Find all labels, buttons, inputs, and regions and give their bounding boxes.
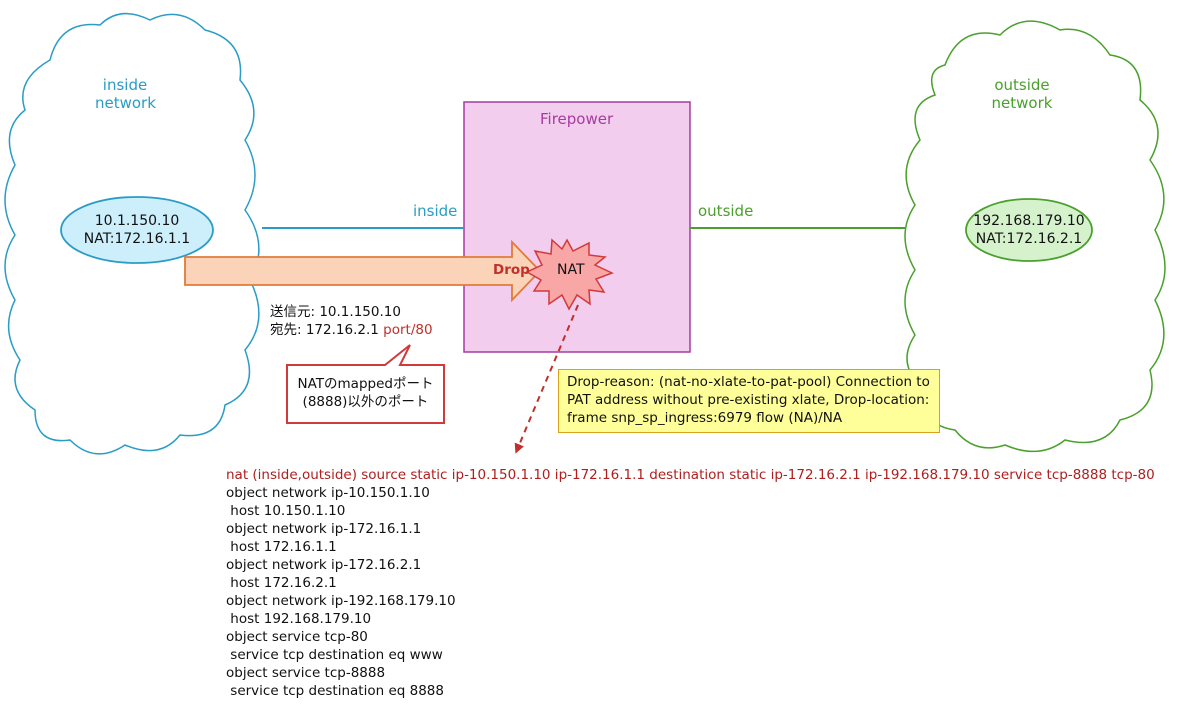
outside-network-label-line1: outside [994,76,1050,94]
config-line: object service tcp-80 [226,629,368,645]
callout-line2: (8888)以外のポート [302,394,429,410]
config-line: object network ip-172.16.2.1 [226,557,422,573]
nat-rule-line: nat (inside,outside) source static ip-10… [226,467,1155,483]
inside-host-nat: NAT:172.16.1.1 [83,231,191,247]
drop-reason-note: Drop-reason: (nat-no-xlate-to-pat-pool) … [558,369,940,433]
inside-interface-label: inside [413,202,458,220]
inside-network-label: inside network [95,76,156,112]
nat-config-listing: nat (inside,outside) source static ip-10… [226,466,1155,700]
inside-host-label: 10.1.150.10 NAT:172.16.1.1 [62,212,212,248]
config-line: host 10.150.1.10 [226,503,346,519]
config-line: host 172.16.1.1 [226,539,337,555]
outside-host-label: 192.168.179.10 NAT:172.16.2.1 [966,212,1092,248]
config-line: object network ip-10.150.1.10 [226,485,430,501]
inside-host-ip: 10.1.150.10 [94,213,180,229]
packet-destination: 宛先: 172.16.2.1 port/80 [270,321,433,339]
callout-text: NATのmappedポート (8888)以外のポート [287,375,444,411]
outside-network-label: outside network [990,76,1054,112]
packet-info: 送信元: 10.1.150.10 宛先: 172.16.2.1 port/80 [270,303,433,339]
firepower-box [463,101,691,353]
config-line: object service tcp-8888 [226,665,386,681]
outside-host-nat: NAT:172.16.2.1 [975,231,1083,247]
callout-bubble [286,344,445,424]
packet-destination-ip: 宛先: 172.16.2.1 [270,322,384,338]
packet-destination-port: port/80 [383,322,433,338]
inside-network-label-line2: network [95,94,156,112]
config-line: object network ip-172.16.1.1 [226,521,422,537]
outside-host-ellipse [965,198,1093,262]
firepower-label: Firepower [540,110,614,128]
outside-host-ip: 192.168.179.10 [973,213,1085,229]
config-line: object network ip-192.168.179.10 [226,593,456,609]
config-line: host 172.16.2.1 [226,575,337,591]
pointer-line [514,304,579,454]
drop-label: Drop [493,262,530,278]
traffic-arrow [184,239,542,303]
nat-label: NAT [557,262,585,278]
config-line: host 192.168.179.10 [226,611,372,627]
outside-network-label-line2: network [991,94,1053,112]
inside-host-ellipse [60,196,214,264]
config-line: service tcp destination eq 8888 [226,683,444,699]
outside-interface-label: outside [698,202,754,220]
config-line: service tcp destination eq www [226,647,443,663]
callout-line1: NATのmappedポート [297,376,434,392]
inside-network-label-line1: inside [102,76,148,94]
nat-burst [525,238,614,311]
packet-source: 送信元: 10.1.150.10 [270,304,401,320]
